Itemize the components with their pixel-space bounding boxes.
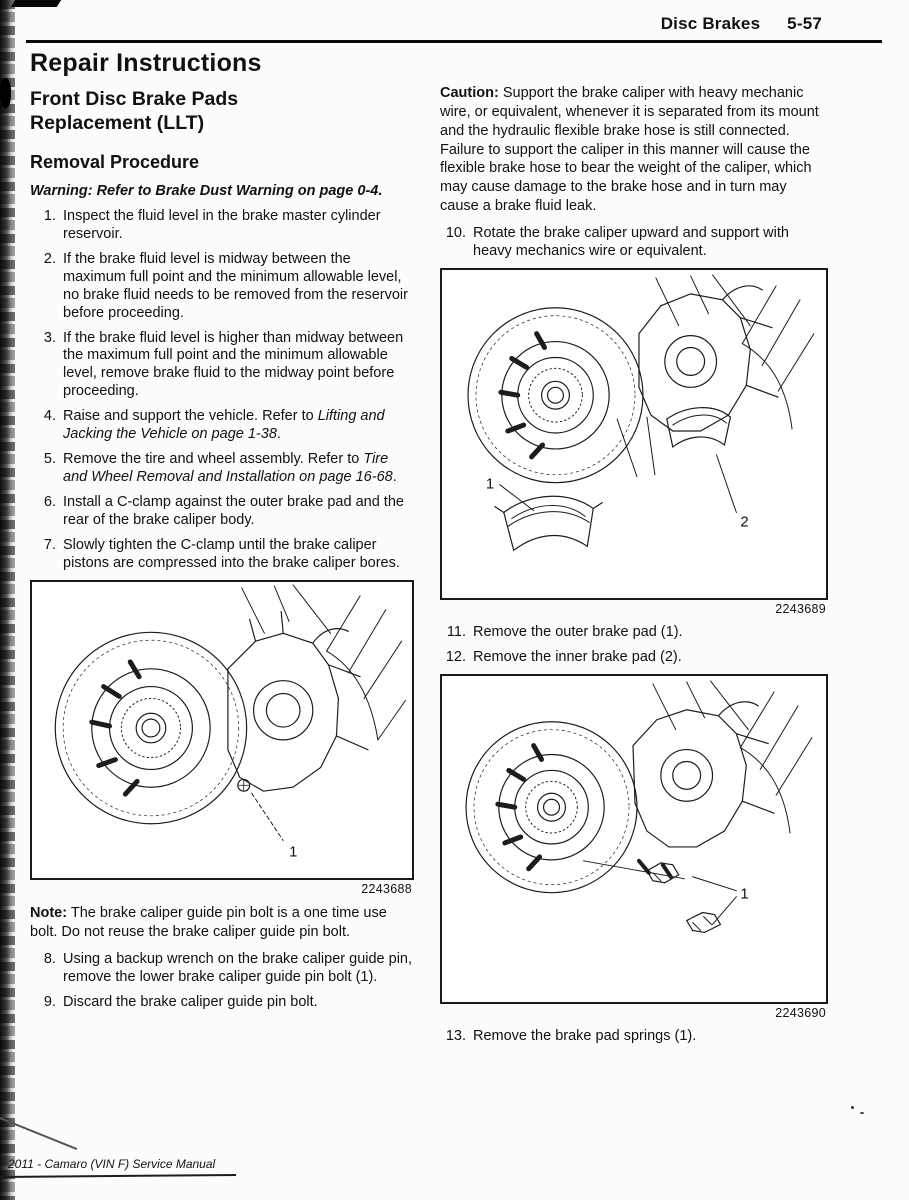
note-body: The brake caliper guide pin bolt is a on… <box>30 905 387 940</box>
figure-1-number: 2243688 <box>361 882 412 897</box>
brake-assembly-illustration-2: 1 2 <box>467 274 815 552</box>
procedure-title-line2: Replacement (LLT) <box>30 111 205 134</box>
scan-noise-dot <box>851 1106 854 1109</box>
footer-rule <box>0 1173 237 1179</box>
scan-edge-mark <box>0 78 11 108</box>
right-column: Caution: Support the brake caliper with … <box>440 84 828 1053</box>
running-header: Disc Brakes 5-57 <box>0 14 822 34</box>
figure-3-brake-pad-springs: 1 <box>440 673 828 1004</box>
figure-2-callout-1: 1 <box>486 477 494 493</box>
steps-1-7: 1. Inspect the fluid level in the brake … <box>30 208 414 573</box>
figure-3-number: 2243690 <box>775 1005 826 1020</box>
step-13: 13. Remove the brake pad springs (1). <box>445 1027 697 1044</box>
scan-top-mark <box>10 0 62 7</box>
step-7: 7. Slowly tighten the C-clamp until the … <box>43 537 400 572</box>
scan-noise-dot <box>860 1112 864 1114</box>
step-6: 6. Install a C-clamp against the outer b… <box>43 494 404 529</box>
scan-left-edge-artifact <box>0 0 15 1200</box>
warning-text: Warning: Refer to Brake Dust Warning on … <box>30 182 383 199</box>
figure-2-callout-2: 2 <box>740 514 748 530</box>
brake-assembly-illustration-3: 1 <box>465 680 813 933</box>
page-title: Repair Instructions <box>30 49 262 77</box>
step-13-list: 13. Remove the brake pad springs (1). <box>440 1028 828 1046</box>
step-5: 5. Remove the tire and wheel assembly. R… <box>43 451 397 486</box>
step-8: 8. Using a backup wrench on the brake ca… <box>43 950 413 985</box>
header-page-number: 5-57 <box>787 14 822 33</box>
step-9: 9. Discard the brake caliper guide pin b… <box>43 993 318 1010</box>
figure-1-callout-1: 1 <box>289 844 297 860</box>
note-paragraph: Note: The brake caliper guide pin bolt i… <box>30 904 414 942</box>
figure-3-callout-1: 1 <box>740 886 748 902</box>
removal-procedure-heading: Removal Procedure <box>30 151 200 172</box>
header-section-title: Disc Brakes <box>660 14 761 33</box>
footer-text: 2011 - Camaro (VIN F) Service Manual <box>8 1157 216 1171</box>
step-10: 10. Rotate the brake caliper upward and … <box>445 224 789 259</box>
procedure-title-line1: Front Disc Brake Pads <box>30 88 239 110</box>
header-rule <box>26 40 882 43</box>
step-3: 3. If the brake fluid level is higher th… <box>43 329 404 400</box>
left-column: Front Disc Brake Pads Replacement (LLT) … <box>30 88 414 1019</box>
caution-label: Caution: <box>440 85 499 101</box>
step-10-list: 10. Rotate the brake caliper upward and … <box>440 225 828 261</box>
step-12: 12. Remove the inner brake pad (2). <box>445 648 682 665</box>
caution-paragraph: Caution: Support the brake caliper with … <box>440 84 828 216</box>
figure-2-number: 2243689 <box>775 601 826 616</box>
note-label: Note: <box>30 905 68 922</box>
step-4: 4. Raise and support the vehicle. Refer … <box>43 408 385 443</box>
step-1: 1. Inspect the fluid level in the brake … <box>43 207 381 242</box>
figure-2-brake-pads: 1 2 <box>440 267 828 600</box>
figure-1-brake-caliper-guide-pin: 1 <box>30 580 414 881</box>
caution-body: Support the brake caliper with heavy mec… <box>440 85 819 215</box>
brake-assembly-illustration-1: 1 <box>54 584 407 860</box>
step-2: 2. If the brake fluid level is midway be… <box>43 250 408 321</box>
procedure-title: Front Disc Brake Pads Replacement (LLT) <box>30 88 414 136</box>
step-11: 11. Remove the outer brake pad (1). <box>446 623 683 640</box>
steps-11-12: 11. Remove the outer brake pad (1). 12. … <box>440 624 828 667</box>
steps-8-9: 8. Using a backup wrench on the brake ca… <box>30 951 414 1012</box>
